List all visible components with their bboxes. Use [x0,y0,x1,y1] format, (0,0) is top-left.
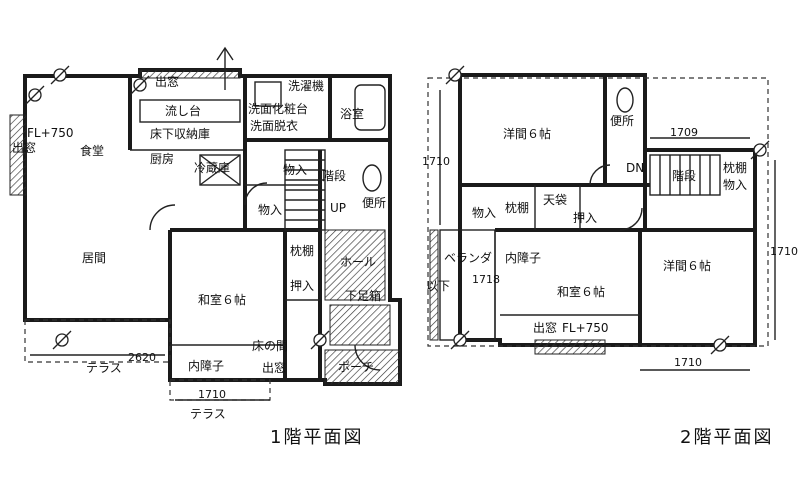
grid-marker [310,330,330,350]
dimension-2620: 2620 [128,351,156,364]
veranda-label: ベランダ [444,250,492,265]
bay-2f-label: 出窓 [533,320,557,335]
toilet-label: 便所 [362,196,386,210]
closet-b-label: 物入 [723,178,747,192]
oshiire-label: 押入 [290,279,314,293]
sink-label: 流し台 [165,103,201,118]
porch-label: ポーチ [338,360,374,374]
door-swing-western-a [589,164,611,186]
washroom-label: 洗面化粧台 [248,101,308,116]
second-floor-caption: 2階平面図 [680,427,773,448]
hall-floor [324,229,386,301]
bath-label: 浴室 [340,106,364,121]
underfloor-label: 床下収納庫 [150,127,210,141]
first-floor-staircase [284,149,326,231]
stair-2f-label: 階段 [672,168,696,183]
dn-label: DN [626,161,644,175]
dressing-label: 洗面脱衣 [250,118,298,133]
below-note: 以下 [426,279,450,293]
terrace-bottom [169,379,271,401]
laundry-label: 洗濯機 [288,78,324,93]
tokonoma-label: 床の間 [252,339,288,353]
left-bay-window [9,114,27,196]
dimension-bottom: 1710 [674,356,702,369]
storage-label: 階段 [322,168,346,183]
grid-marker [50,65,70,85]
closet-a-label: 物入 [283,163,307,177]
bay-label: 出窓 [262,360,286,375]
grid-marker [450,330,470,350]
stair-up-label: UP [330,201,346,215]
grid-marker [445,65,465,85]
north-arrow [216,46,234,90]
closet-b-label: 物入 [258,203,282,217]
terrace-lower-left [24,319,171,363]
terrace-2-label: テラス [190,407,226,421]
toilet-bowl-2f [616,87,634,113]
dimension-top: 1709 [670,126,698,139]
dimension-1710-first: 1710 [198,388,226,401]
western-b-label: 洋間６帖 [663,258,711,273]
door-swing-western-b [619,207,643,231]
grid-marker [710,335,730,355]
washitsu-2f-label: 和室６帖 [557,284,605,299]
bay-window-2f [534,339,606,355]
dining-label: 食堂 [80,143,104,158]
living-label: 居間 [82,251,106,265]
second-floor-plan: 洋間６帖 便所 物入 枕棚 天袋 押入 枕棚 物入 DN 階段 ベランダ 以下 … [422,73,798,448]
shoe-cabinet [329,304,391,346]
left-bay-label: 出窓 [12,140,36,155]
sliding-2f-label: 内障子 [505,250,541,265]
dimension-left: 1710 [422,155,450,168]
terrace-1-label: テラス [86,361,122,375]
second-floor-staircase [649,154,721,196]
fl750-2f-label: FL+750 [562,321,609,335]
oshiire-2f-label: 押入 [573,211,597,225]
storage-a-label: 天袋 [543,193,567,207]
dimension-veranda: 1718 [472,273,500,286]
closet-top-label: 物入 [472,206,496,220]
grid-markers [25,65,770,355]
shoe-label: 下足箱 [345,288,381,303]
grid-marker [52,330,72,350]
grid-marker [25,85,45,105]
sliding-label: 内障子 [188,358,224,373]
dimension-right: 1710 [770,245,798,258]
porch-floor [324,349,401,385]
fl750-label: FL+750 [27,126,74,140]
fridge-label: 冷蔵庫 [194,161,230,175]
door-swing-living [149,204,176,231]
grid-marker [750,140,770,160]
first-floor-caption: 1階平面図 [270,427,363,448]
washing-machine [254,81,282,107]
sink-counter [139,99,241,123]
fridge [199,154,241,186]
door-swing-entrance [354,344,381,371]
pillow-b-label: 枕棚 [723,160,747,175]
first-floor-plan: 出窓 FL+750 出窓 食堂 厨房 流し台 冷蔵庫 床下収納庫 居間 洗面化粧… [9,46,402,448]
toilet-2f-label: 便所 [610,114,634,128]
door-swing-dressing [244,182,268,206]
veranda-rail [429,229,439,341]
bath-tub [354,84,386,131]
top-bay-window [139,69,241,79]
grid-marker [130,75,150,95]
kitchen-label: 厨房 [150,151,174,166]
washitsu-label: 和室６帖 [198,292,246,307]
pillow-label: 枕棚 [290,243,314,258]
hall-label: ホール [340,255,376,269]
western-a-label: 洋間６帖 [503,126,551,141]
toilet-bowl [362,164,382,192]
pillow-a-label: 枕棚 [505,200,529,215]
top-bay-label: 出窓 [155,74,179,89]
